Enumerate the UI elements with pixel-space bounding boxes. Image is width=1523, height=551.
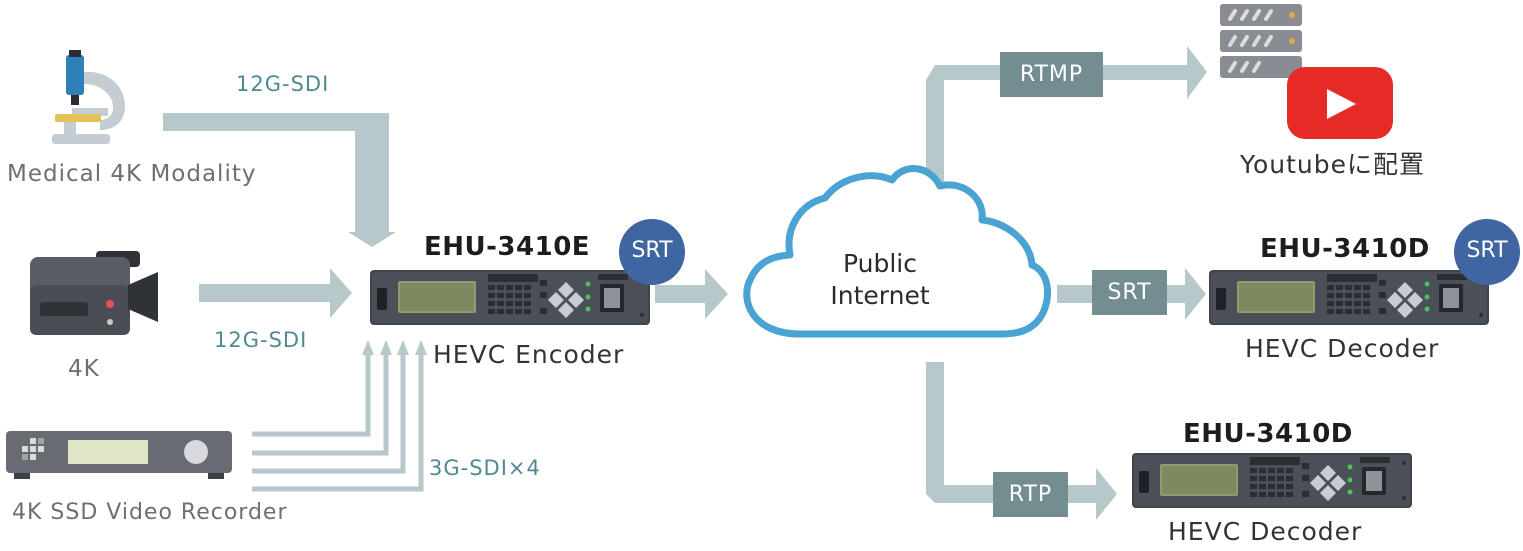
decoder1-model: EHU-3410D: [1260, 234, 1430, 264]
youtube-icon: [1287, 67, 1393, 139]
cloud-label: Public Internet: [795, 248, 965, 312]
arrow-to-cloud: [655, 269, 728, 319]
decoder2-role: HEVC Decoder: [1168, 517, 1363, 546]
encoder-srt-badge: SRT: [619, 219, 685, 285]
recorder-source-label: 4K SSD Video Recorder: [12, 500, 288, 525]
rtp-tag: RTP: [993, 472, 1068, 517]
camera-link-label: 12G-SDI: [214, 328, 308, 352]
arrow-medical: [163, 113, 396, 247]
youtube-label: Youtubeに配置: [1240, 150, 1425, 179]
microscope-icon: [52, 50, 126, 144]
decoder1-srt-badge: SRT: [1454, 219, 1520, 285]
cloud-icon: [743, 165, 1052, 338]
decoder2-model: EHU-3410D: [1183, 419, 1353, 449]
decoder1-device: [1209, 270, 1489, 325]
camera-source-label: 4K: [68, 356, 100, 382]
srt-tag: SRT: [1092, 270, 1167, 315]
encoder-device: [370, 270, 650, 325]
medical-link-label: 12G-SDI: [236, 72, 330, 96]
arrow-camera: [199, 268, 352, 318]
camera-icon: [30, 251, 158, 335]
encoder-role: HEVC Encoder: [433, 340, 625, 369]
encoder-model: EHU-3410E: [424, 232, 591, 262]
decoder1-role: HEVC Decoder: [1245, 334, 1440, 363]
arrow-recorder-quad: [252, 350, 424, 492]
medical-source-label: Medical 4K Modality: [7, 161, 257, 187]
rtmp-tag: RTMP: [1000, 52, 1103, 97]
recorder-link-label: 3G-SDI×4: [429, 456, 541, 480]
cloud-label-line1: Public: [843, 249, 917, 278]
server-icon: [1220, 4, 1302, 78]
decoder2-device: [1132, 453, 1412, 508]
recorder-icon: [6, 431, 232, 479]
cloud-label-line2: Internet: [830, 281, 930, 310]
